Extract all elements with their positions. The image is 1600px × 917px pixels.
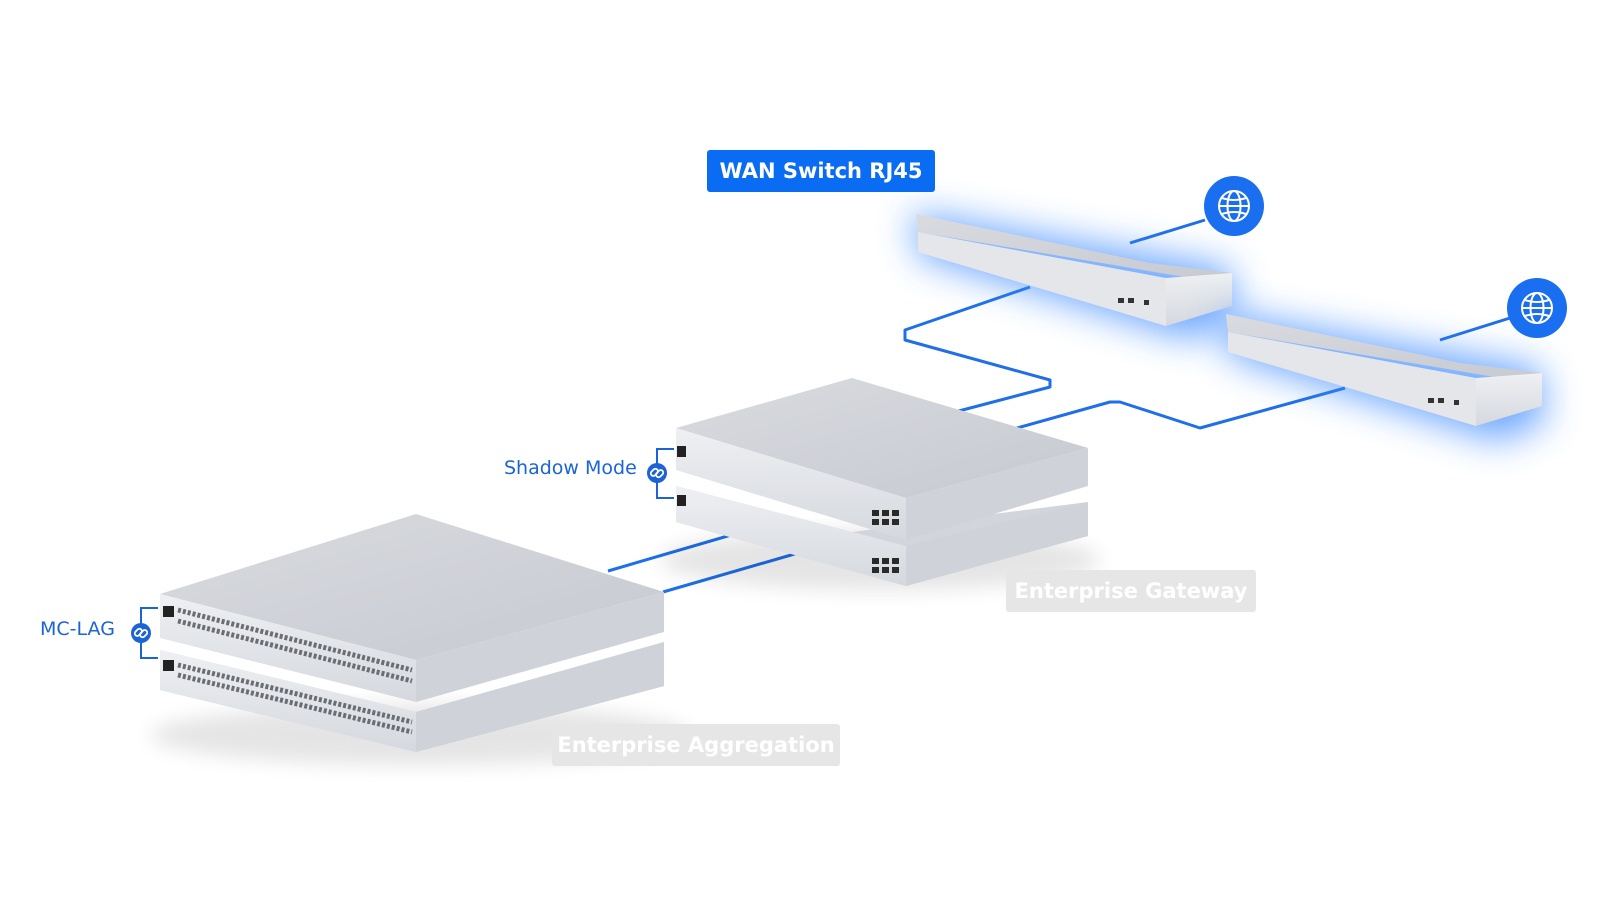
enterprise-gateway-stack bbox=[660, 378, 1100, 590]
wan-switch-2-top bbox=[1226, 314, 1542, 385]
cable-wan2-to-internet bbox=[1439, 316, 1511, 342]
link-icon bbox=[649, 467, 665, 479]
aggregation-unit-lower bbox=[160, 642, 664, 752]
wan-switch-1-side bbox=[918, 232, 1166, 326]
shadow-mode-label: Shadow Mode bbox=[504, 457, 637, 479]
cable-wan1-to-gateway bbox=[903, 285, 1052, 414]
wan-switch-2-side bbox=[1228, 332, 1476, 426]
wan-switch-2-front bbox=[1476, 373, 1542, 426]
wan-switch-1-front bbox=[1166, 273, 1232, 326]
globe-icon bbox=[1521, 292, 1553, 324]
globe-icon bbox=[1218, 190, 1250, 222]
shadow-mode-bracket bbox=[647, 448, 674, 499]
mc-lag-label: MC-LAG bbox=[40, 618, 115, 640]
enterprise-aggregation-stack bbox=[150, 514, 690, 765]
enterprise-aggregation-label: Enterprise Aggregation bbox=[552, 724, 840, 766]
wan-switch-1-top bbox=[916, 214, 1232, 285]
wan-switch-2-ports bbox=[1428, 398, 1459, 405]
internet-node-2 bbox=[1507, 278, 1567, 338]
wan-switch-1 bbox=[912, 212, 1236, 340]
wan-switch-1-ports bbox=[1118, 298, 1149, 305]
wan-switch-2 bbox=[1222, 312, 1546, 442]
wan-switch-label: WAN Switch RJ45 bbox=[707, 150, 935, 192]
link-icon bbox=[133, 627, 149, 639]
internet-node-1 bbox=[1204, 176, 1264, 236]
gateway-unit-lower bbox=[676, 486, 1088, 586]
enterprise-gateway-label: Enterprise Gateway bbox=[1006, 570, 1256, 612]
gateway-unit-upper bbox=[676, 378, 1088, 540]
cable-wan2-to-gateway bbox=[1009, 386, 1346, 432]
mc-lag-bracket bbox=[131, 607, 158, 659]
aggregation-unit-upper bbox=[160, 514, 664, 702]
cable-wan1-to-internet bbox=[1129, 218, 1206, 245]
